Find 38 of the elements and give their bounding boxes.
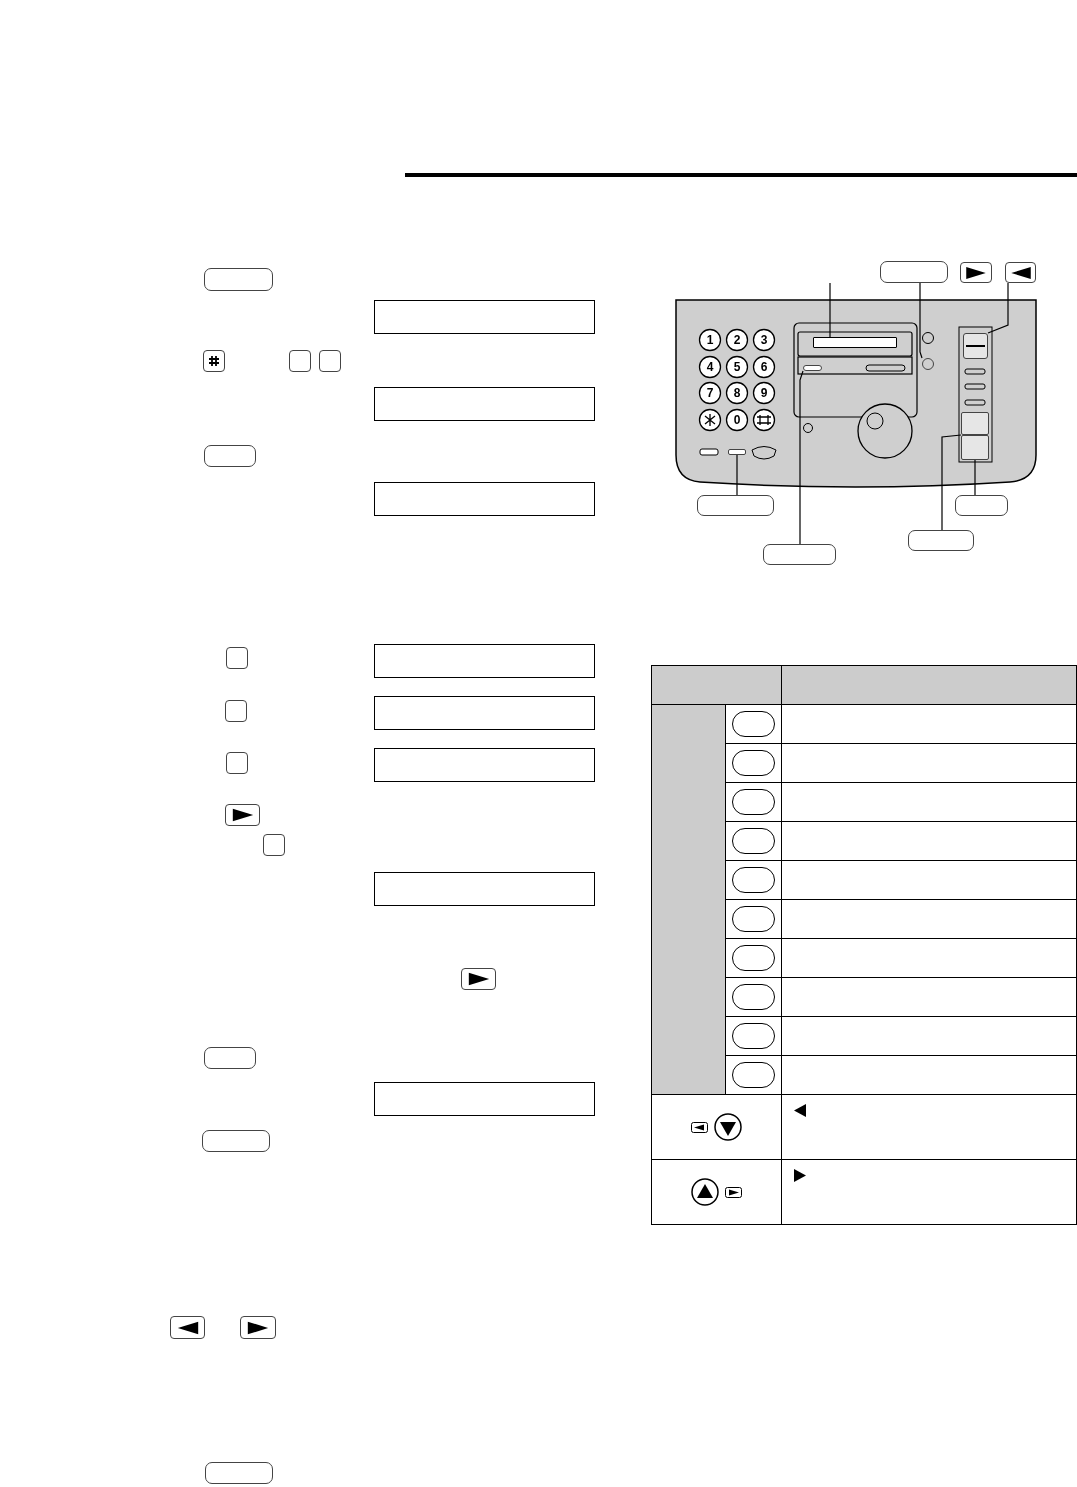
key-label: 9 [759, 385, 769, 402]
leader-line [829, 282, 831, 338]
display-box [374, 300, 595, 334]
display-window [813, 337, 897, 348]
key-label: 0 [732, 412, 742, 429]
leader-line [736, 454, 738, 496]
panel-button [961, 435, 989, 460]
key-label: 6 [759, 359, 769, 376]
callout-box [697, 495, 774, 516]
key-label: 2 [732, 332, 742, 349]
leader-line [941, 434, 962, 531]
display-box [374, 748, 595, 782]
callout-box [880, 261, 948, 283]
arrow-key [1005, 262, 1036, 283]
key-label: 1 [705, 332, 715, 349]
display-box [374, 482, 595, 516]
key-label: 5 [732, 359, 742, 376]
panel-button [803, 365, 822, 371]
key-label: 8 [732, 385, 742, 402]
display-box [374, 644, 595, 678]
display-box [374, 872, 595, 906]
display-box [374, 1082, 595, 1116]
handset-button [963, 333, 988, 359]
display-box [374, 696, 595, 730]
key-label: 7 [705, 385, 715, 402]
leader-line [974, 459, 976, 496]
callout-box [908, 530, 974, 551]
callout-box [763, 544, 836, 565]
panel-button [961, 412, 989, 435]
leader-line [919, 282, 923, 359]
key-label: 4 [705, 359, 715, 376]
key-label: 3 [759, 332, 769, 349]
leader-line [987, 282, 1009, 334]
panel-button [728, 449, 746, 455]
callout-box [955, 495, 1008, 516]
leader-line [799, 370, 804, 545]
display-box [374, 387, 595, 421]
arrow-key [960, 262, 992, 283]
